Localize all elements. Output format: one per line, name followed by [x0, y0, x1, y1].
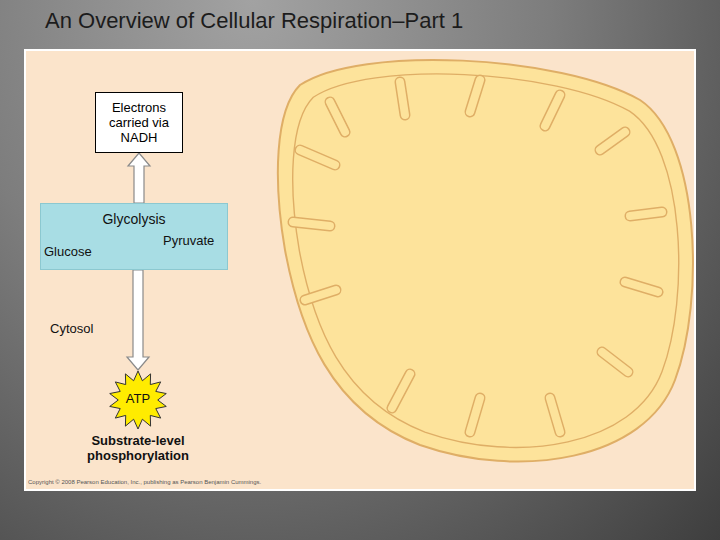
crista-space [305, 290, 336, 300]
mitochondrion [278, 60, 693, 462]
crista-fold [293, 222, 330, 226]
crista-space [602, 352, 628, 372]
node-title: ATP [107, 392, 169, 407]
crista-fold [550, 398, 560, 432]
crista-space [330, 102, 345, 132]
crista-fold [545, 95, 560, 126]
crista-space [550, 398, 560, 432]
node-title: Glycolysis [41, 211, 227, 227]
crista-fold [602, 352, 628, 372]
node-text: Pyruvate [163, 234, 214, 249]
node-text: Substrate-level phosphorylation [68, 434, 208, 464]
panel [25, 50, 695, 490]
carrier-box: Electrons carried via NADH [95, 92, 183, 153]
crista-fold [600, 132, 625, 150]
crista-fold [330, 102, 345, 132]
slide-title: An Overview of Cellular Respiration–Part… [45, 8, 463, 33]
crista-fold [470, 80, 480, 112]
atp-starburst: ATPSubstrate-level phosphorylation [107, 370, 169, 430]
region-label: Cytosol [50, 322, 93, 337]
crista-fold [305, 290, 336, 300]
crista-fold [470, 398, 480, 432]
inner-membrane [293, 74, 679, 447]
node-title: Electrons carried via NADH [109, 100, 169, 145]
cristae [293, 80, 662, 432]
crista-space [300, 150, 335, 165]
outer-membrane [278, 60, 693, 462]
node-text: Glucose [44, 245, 92, 260]
crista-space [545, 95, 560, 126]
crista-space [625, 282, 658, 292]
crista-fold [392, 374, 410, 408]
crista-fold [625, 282, 658, 292]
process-box: GlycolysisGlucose Pyruvate [40, 203, 228, 270]
crista-fold [400, 82, 405, 115]
crista-space [293, 222, 330, 226]
crista-space [400, 82, 405, 115]
crista-space [470, 80, 480, 112]
crista-space [630, 212, 662, 216]
crista-space [600, 132, 625, 150]
crista-fold [630, 212, 662, 216]
copyright-note: Copyright © 2008 Pearson Education, Inc.… [28, 479, 261, 486]
crista-space [470, 398, 480, 432]
flow-arrow [128, 153, 150, 203]
crista-space [392, 374, 410, 408]
flow-arrow [127, 270, 149, 370]
crista-fold [300, 150, 335, 165]
